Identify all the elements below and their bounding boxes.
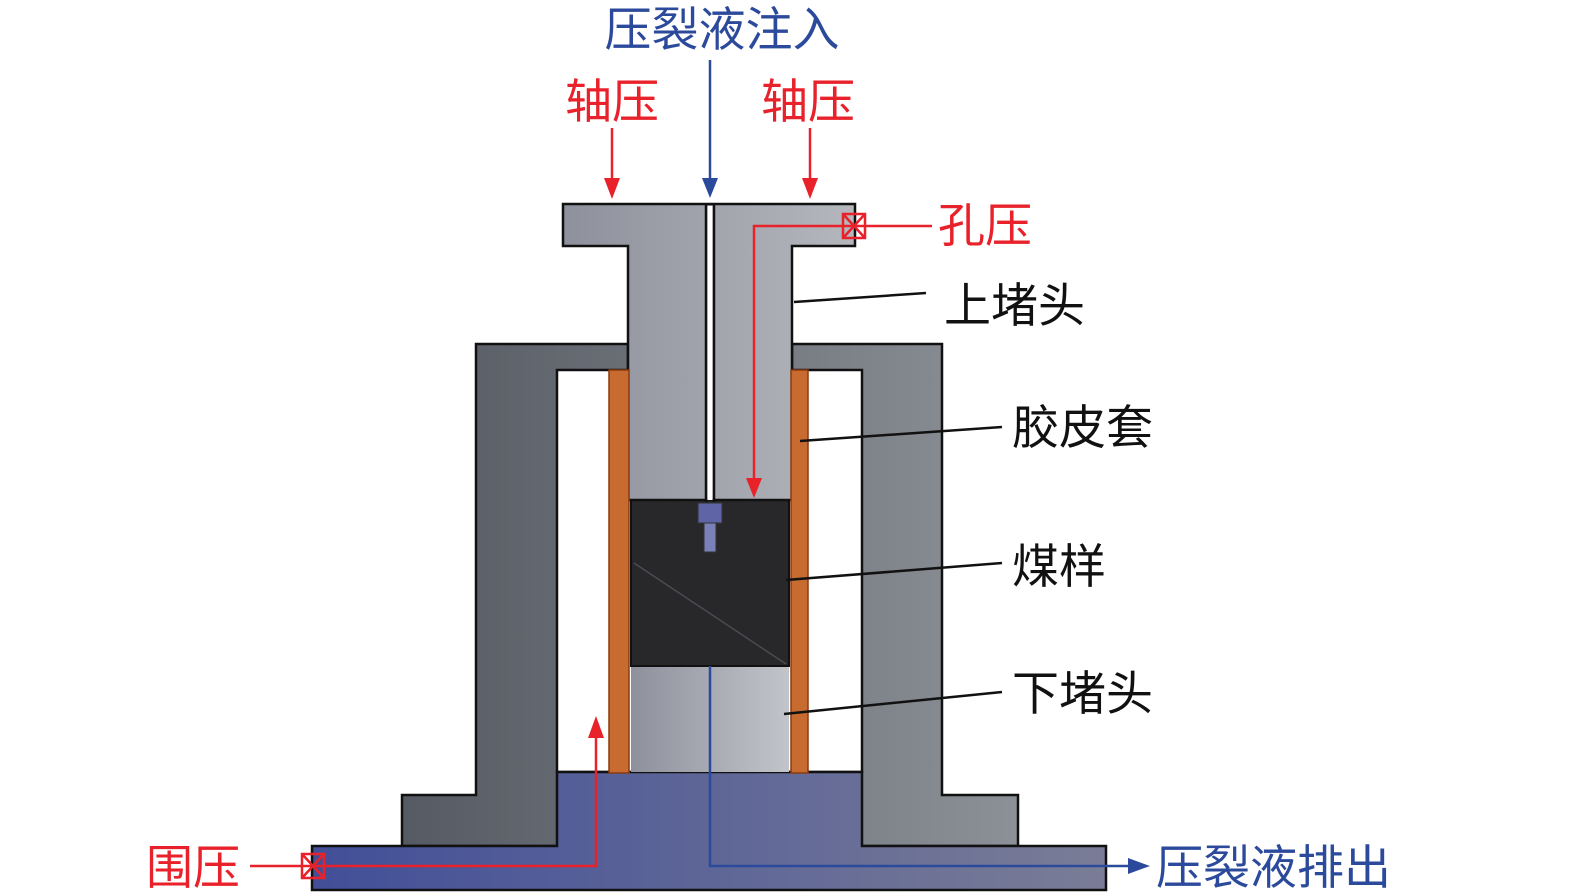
coal-sample-leader [785, 561, 1003, 582]
fluid-in-arrow [702, 178, 718, 198]
upper-plug-leader [793, 291, 927, 304]
coal-sample-label: 煤样 [1012, 540, 1106, 595]
pore-pressure-valve-icon [841, 212, 867, 240]
confining-pressure-arrow [588, 716, 604, 738]
lower-plug-label: 下堵头 [1012, 667, 1153, 722]
bore-fill [707, 206, 713, 500]
confining-pressure-valve-icon [300, 852, 326, 880]
injection-nozzle-head [697, 502, 723, 524]
pore-pressure-channel [752, 224, 854, 478]
fluid-in-label: 压裂液注入 [605, 3, 840, 58]
upper-plug-label: 上堵头 [944, 279, 1085, 334]
axial-left-arrow [604, 178, 620, 199]
confining-pressure-line [250, 738, 598, 868]
axial-left-label: 轴压 [565, 75, 659, 130]
fluid-out-line [708, 666, 1128, 868]
pore-pressure-arrow [746, 478, 762, 498]
rubber-sleeve-right [790, 369, 809, 774]
fluid-out-arrow [1128, 858, 1150, 874]
rubber-sleeve-left [608, 369, 630, 774]
lower-plug-leader [783, 690, 1003, 716]
fluid-out-label: 压裂液排出 [1156, 841, 1391, 896]
rubber-sleeve-leader [799, 425, 1003, 443]
confining-pressure-label: 围压 [146, 841, 240, 896]
axial-right-label: 轴压 [761, 75, 855, 130]
coal-fracture-line [633, 562, 787, 665]
axial-right-arrow [802, 178, 818, 199]
injection-nozzle-stem [703, 522, 717, 553]
pore-pressure-label: 孔压 [938, 199, 1032, 254]
rubber-sleeve-label: 胶皮套 [1012, 401, 1153, 456]
